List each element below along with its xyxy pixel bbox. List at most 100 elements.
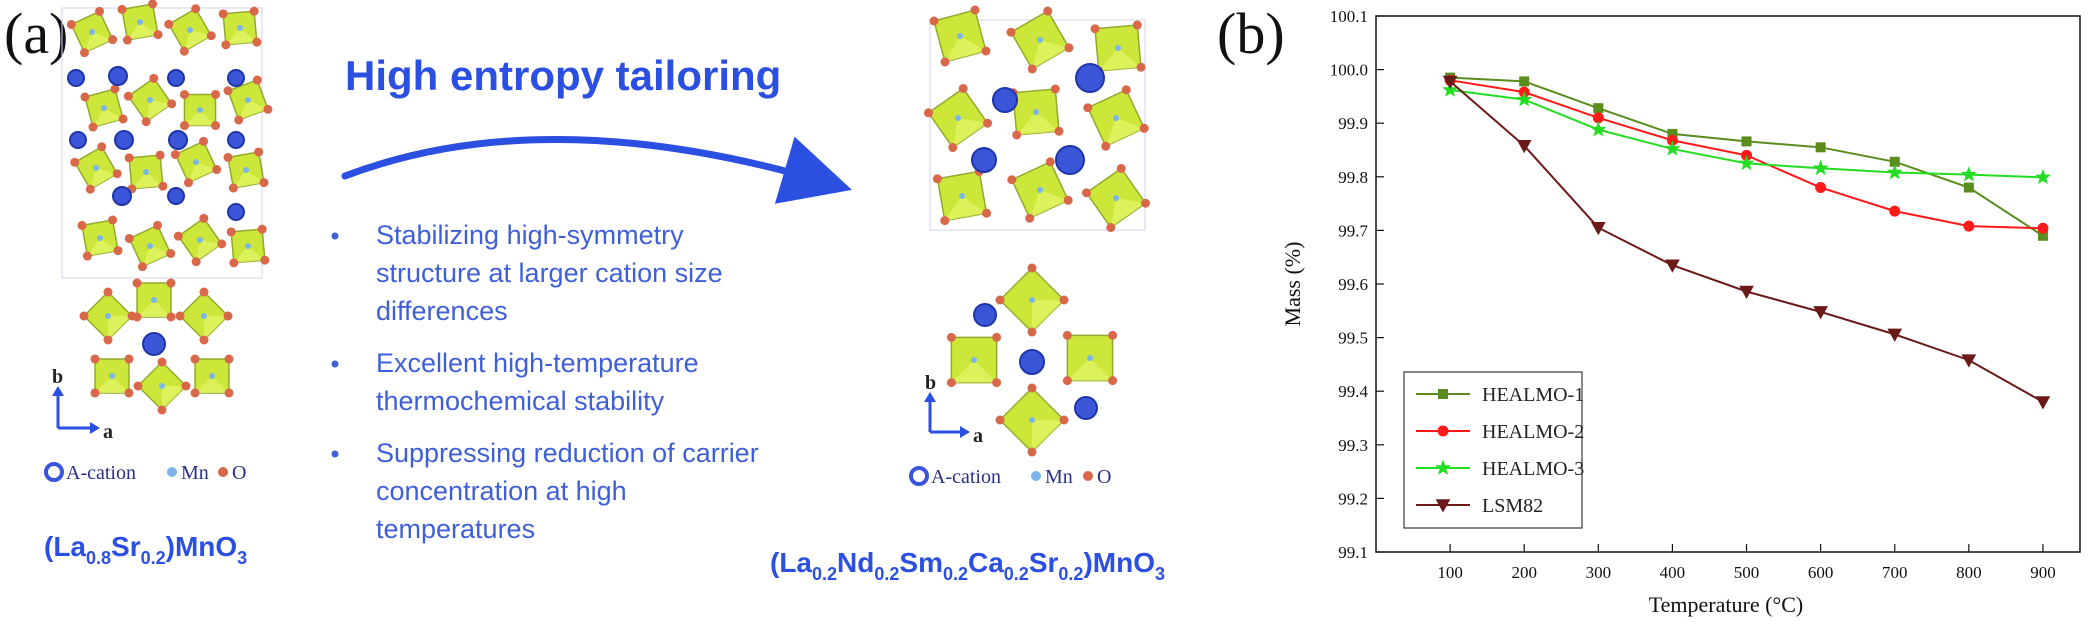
octahedron-icon bbox=[946, 332, 1002, 388]
octahedron-icon bbox=[226, 224, 270, 268]
y-tick-label: 99.9 bbox=[1338, 114, 1368, 133]
data-point-star bbox=[2034, 168, 2051, 185]
panel-a-label: (a) bbox=[4, 1, 69, 66]
bullet-2-line-1: Excellent high-temperature bbox=[376, 348, 699, 378]
legend-entry: HEALMO-1 bbox=[1416, 384, 1584, 406]
data-point-square bbox=[1741, 136, 1752, 147]
left-crystal-structure-bottom bbox=[79, 278, 234, 415]
series-lsm82 bbox=[1442, 75, 2051, 410]
data-point-square bbox=[1519, 76, 1530, 87]
right-crystal-structure-top bbox=[923, 5, 1151, 233]
octahedron-icon bbox=[995, 263, 1069, 337]
octahedron-icon bbox=[923, 83, 993, 153]
data-point-circle bbox=[2037, 222, 2049, 234]
octahedron-icon bbox=[223, 147, 269, 193]
legend-box bbox=[1403, 371, 1583, 529]
a-cation-icon bbox=[108, 66, 128, 86]
data-point-circle bbox=[1963, 220, 1975, 232]
mn-legend-icon bbox=[1031, 471, 1041, 481]
y-axis-title: Mass (%) bbox=[1280, 242, 1305, 327]
legend-label: LSM82 bbox=[1482, 495, 1543, 517]
y-tick-label: 99.3 bbox=[1338, 436, 1368, 455]
bullet-item: Stabilizing high-symmetry structure at l… bbox=[331, 220, 723, 326]
octahedron-icon bbox=[173, 213, 227, 267]
octahedron-icon bbox=[90, 354, 134, 398]
octahedra-left-top bbox=[66, 0, 273, 272]
panel-b-chart: 99.199.299.399.499.599.699.799.899.9100.… bbox=[1280, 7, 2081, 617]
octahedra-right-bottom bbox=[946, 263, 1118, 457]
octahedron-icon bbox=[995, 383, 1069, 457]
a-cation-icon bbox=[227, 203, 245, 221]
a-cation-icon bbox=[114, 130, 134, 150]
right-axes-icon: b a bbox=[924, 372, 983, 447]
a-cations-left-top bbox=[67, 66, 245, 221]
data-point-square bbox=[1963, 182, 1974, 193]
octahedron-icon bbox=[70, 142, 122, 194]
left-crystal-structure-top bbox=[61, 0, 273, 279]
panel-b-label: (b) bbox=[1217, 1, 1285, 66]
bullet-3-line-3: temperatures bbox=[376, 514, 535, 544]
octahedron-icon bbox=[1008, 84, 1064, 140]
data-point-circle bbox=[1815, 182, 1827, 194]
octahedron-icon bbox=[124, 220, 176, 272]
left-axes-icon: b a bbox=[52, 366, 113, 443]
a-cation-icon bbox=[167, 69, 185, 87]
octahedron-icon bbox=[123, 73, 177, 127]
a-cation-icon bbox=[112, 186, 132, 206]
bullet-1-line-3: differences bbox=[376, 296, 508, 326]
data-point-star bbox=[1664, 140, 1681, 156]
data-point-star bbox=[1960, 166, 1977, 182]
octahedron-icon bbox=[124, 150, 168, 194]
bullet-1-line-1: Stabilizing high-symmetry bbox=[376, 220, 684, 250]
y-tick-label: 100.1 bbox=[1330, 7, 1368, 26]
data-point-square bbox=[1438, 389, 1448, 399]
legend-o-label: O bbox=[1097, 466, 1111, 488]
axis-a-label: a bbox=[973, 425, 983, 447]
legend-entry: HEALMO-2 bbox=[1416, 421, 1584, 443]
data-point-triangle bbox=[1435, 499, 1451, 513]
series-healmo-1 bbox=[1445, 72, 2048, 241]
data-point-triangle bbox=[1887, 328, 1903, 342]
octahedron-icon bbox=[1081, 163, 1151, 233]
bullet-3-line-1: Suppressing reduction of carrier bbox=[376, 438, 759, 468]
octahedron-icon bbox=[929, 5, 991, 67]
data-point-star bbox=[1590, 121, 1607, 137]
data-point-star bbox=[1434, 459, 1452, 475]
legend-o-label: O bbox=[232, 462, 246, 484]
data-point-triangle bbox=[1739, 285, 1754, 300]
data-point-triangle bbox=[1516, 140, 1532, 154]
right-formula: (La0.2Nd0.2Sm0.2Ca0.2Sr0.2)MnO3 bbox=[770, 547, 1165, 584]
x-tick-label: 500 bbox=[1734, 563, 1760, 582]
mn-legend-icon bbox=[167, 467, 177, 477]
a-cation-icon bbox=[142, 332, 166, 356]
panel-a-title: High entropy tailoring bbox=[345, 52, 781, 99]
right-crystal-structure-bottom bbox=[946, 263, 1118, 457]
a-cation-icon bbox=[1019, 349, 1045, 375]
y-tick-label: 99.5 bbox=[1338, 329, 1368, 348]
octahedra-left-bottom bbox=[79, 278, 234, 415]
octahedron-icon bbox=[132, 278, 176, 322]
octahedra-right-top bbox=[923, 5, 1151, 233]
a-cation-icon bbox=[167, 187, 185, 205]
octahedron-icon bbox=[1090, 20, 1146, 76]
a-cation-icon bbox=[1074, 396, 1098, 420]
data-point-triangle bbox=[1813, 306, 1828, 320]
a-cation-icon bbox=[227, 69, 245, 87]
axis-b-label: b bbox=[52, 366, 63, 388]
data-point-triangle bbox=[2035, 396, 2051, 410]
octahedron-icon bbox=[218, 6, 262, 50]
panel-a: b a A-cation Mn O (La0.8Sr0.2)MnO3 High … bbox=[44, 0, 1165, 584]
right-atom-legend: A-cation Mn O bbox=[909, 466, 1111, 488]
x-axis-title: Temperature (°C) bbox=[1649, 592, 1803, 617]
octahedron-icon bbox=[164, 4, 216, 56]
bullet-dot-icon bbox=[331, 232, 339, 240]
data-point-star bbox=[1738, 154, 1755, 171]
a-cation-legend-icon bbox=[44, 462, 64, 482]
o-legend-icon bbox=[218, 467, 228, 477]
octahedron-icon bbox=[133, 357, 191, 415]
octahedron-icon bbox=[1083, 85, 1149, 151]
o-legend-icon bbox=[1083, 471, 1093, 481]
legend-entry: LSM82 bbox=[1416, 495, 1543, 517]
